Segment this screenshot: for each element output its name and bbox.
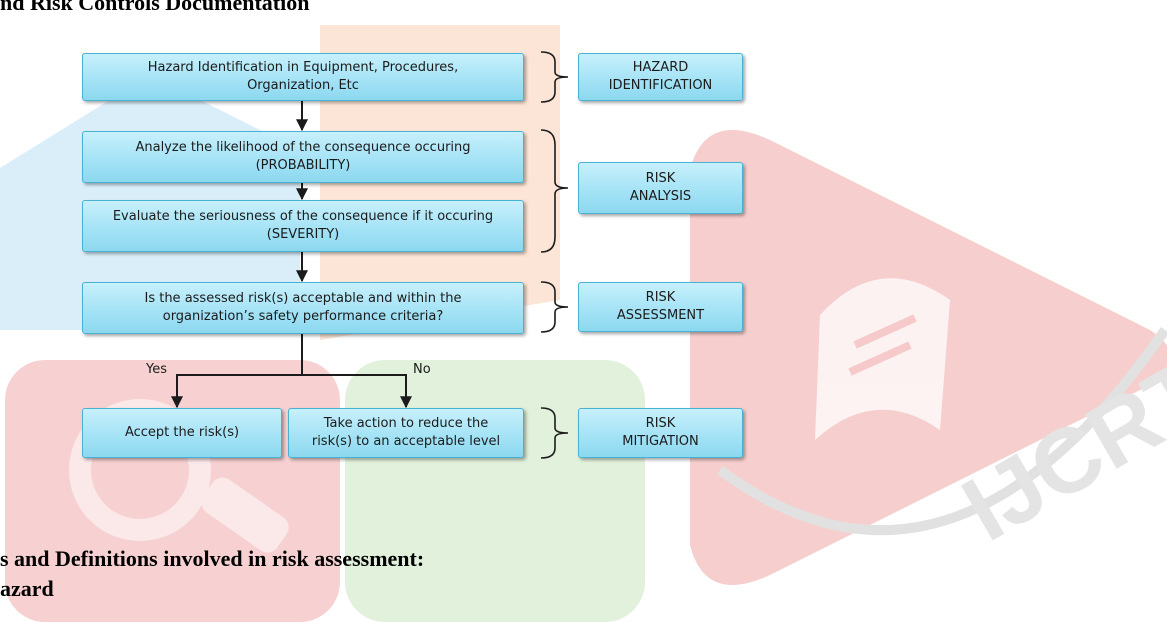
box-line: Is the assessed risk(s) acceptable and w…	[144, 291, 462, 306]
section-subheading: s and Definitions involved in risk asses…	[0, 546, 425, 571]
stage-line: ASSESSMENT	[616, 308, 705, 323]
box-line: Hazard Identification in Equipment, Proc…	[147, 60, 459, 75]
process-probability: Analyze the likelihood of the consequenc…	[82, 131, 524, 183]
box-line: Take action to reduce the	[323, 416, 489, 431]
stage-line: ANALYSIS	[629, 189, 692, 204]
stage-risk-mitigation: RISK MITIGATION	[578, 408, 743, 458]
box-line: (SEVERITY)	[266, 227, 340, 242]
stage-hazard-identification: HAZARD IDENTIFICATION	[578, 53, 743, 101]
watermark-book-icon	[815, 278, 950, 440]
stage-risk-analysis: RISK ANALYSIS	[578, 162, 743, 214]
brace-analysis	[540, 129, 569, 253]
process-hazard-identification: Hazard Identification in Equipment, Proc…	[82, 53, 524, 101]
stage-risk-assessment: RISK ASSESSMENT	[578, 282, 743, 332]
box-line: organization’s safety performance criter…	[162, 309, 444, 324]
arrow-no	[302, 374, 412, 409]
box-line: Analyze the likelihood of the consequenc…	[135, 140, 471, 155]
stage-line: RISK	[645, 290, 676, 305]
process-assessment-decision: Is the assessed risk(s) acceptable and w…	[82, 282, 524, 334]
box-line: Evaluate the seriousness of the conseque…	[112, 209, 494, 224]
watermark-swoosh	[717, 327, 1167, 536]
stage-line: RISK	[645, 171, 676, 186]
section-heading: nd Risk Controls Documentation	[0, 0, 310, 15]
stage-line: HAZARD	[632, 60, 689, 75]
decision-branch	[177, 334, 303, 376]
brace-mitigation	[540, 407, 569, 459]
branch-label-no: No	[413, 362, 431, 377]
stage-line: RISK	[645, 416, 676, 431]
box-line: Accept the risk(s)	[124, 425, 240, 440]
box-line: Organization, Etc	[247, 78, 359, 93]
process-severity: Evaluate the seriousness of the conseque…	[82, 200, 524, 252]
box-line: (PROBABILITY)	[255, 158, 351, 173]
section-item-heading: azard	[0, 576, 54, 601]
stage-line: IDENTIFICATION	[608, 78, 713, 93]
process-reduce-risk: Take action to reduce the risk(s) to an …	[288, 408, 524, 458]
brace-identification	[540, 51, 569, 103]
branch-label-yes: Yes	[146, 362, 167, 377]
box-line: risk(s) to an acceptable level	[311, 434, 501, 449]
brace-assessment	[540, 281, 569, 333]
process-accept-risk: Accept the risk(s)	[82, 408, 282, 458]
stage-line: MITIGATION	[622, 434, 699, 449]
